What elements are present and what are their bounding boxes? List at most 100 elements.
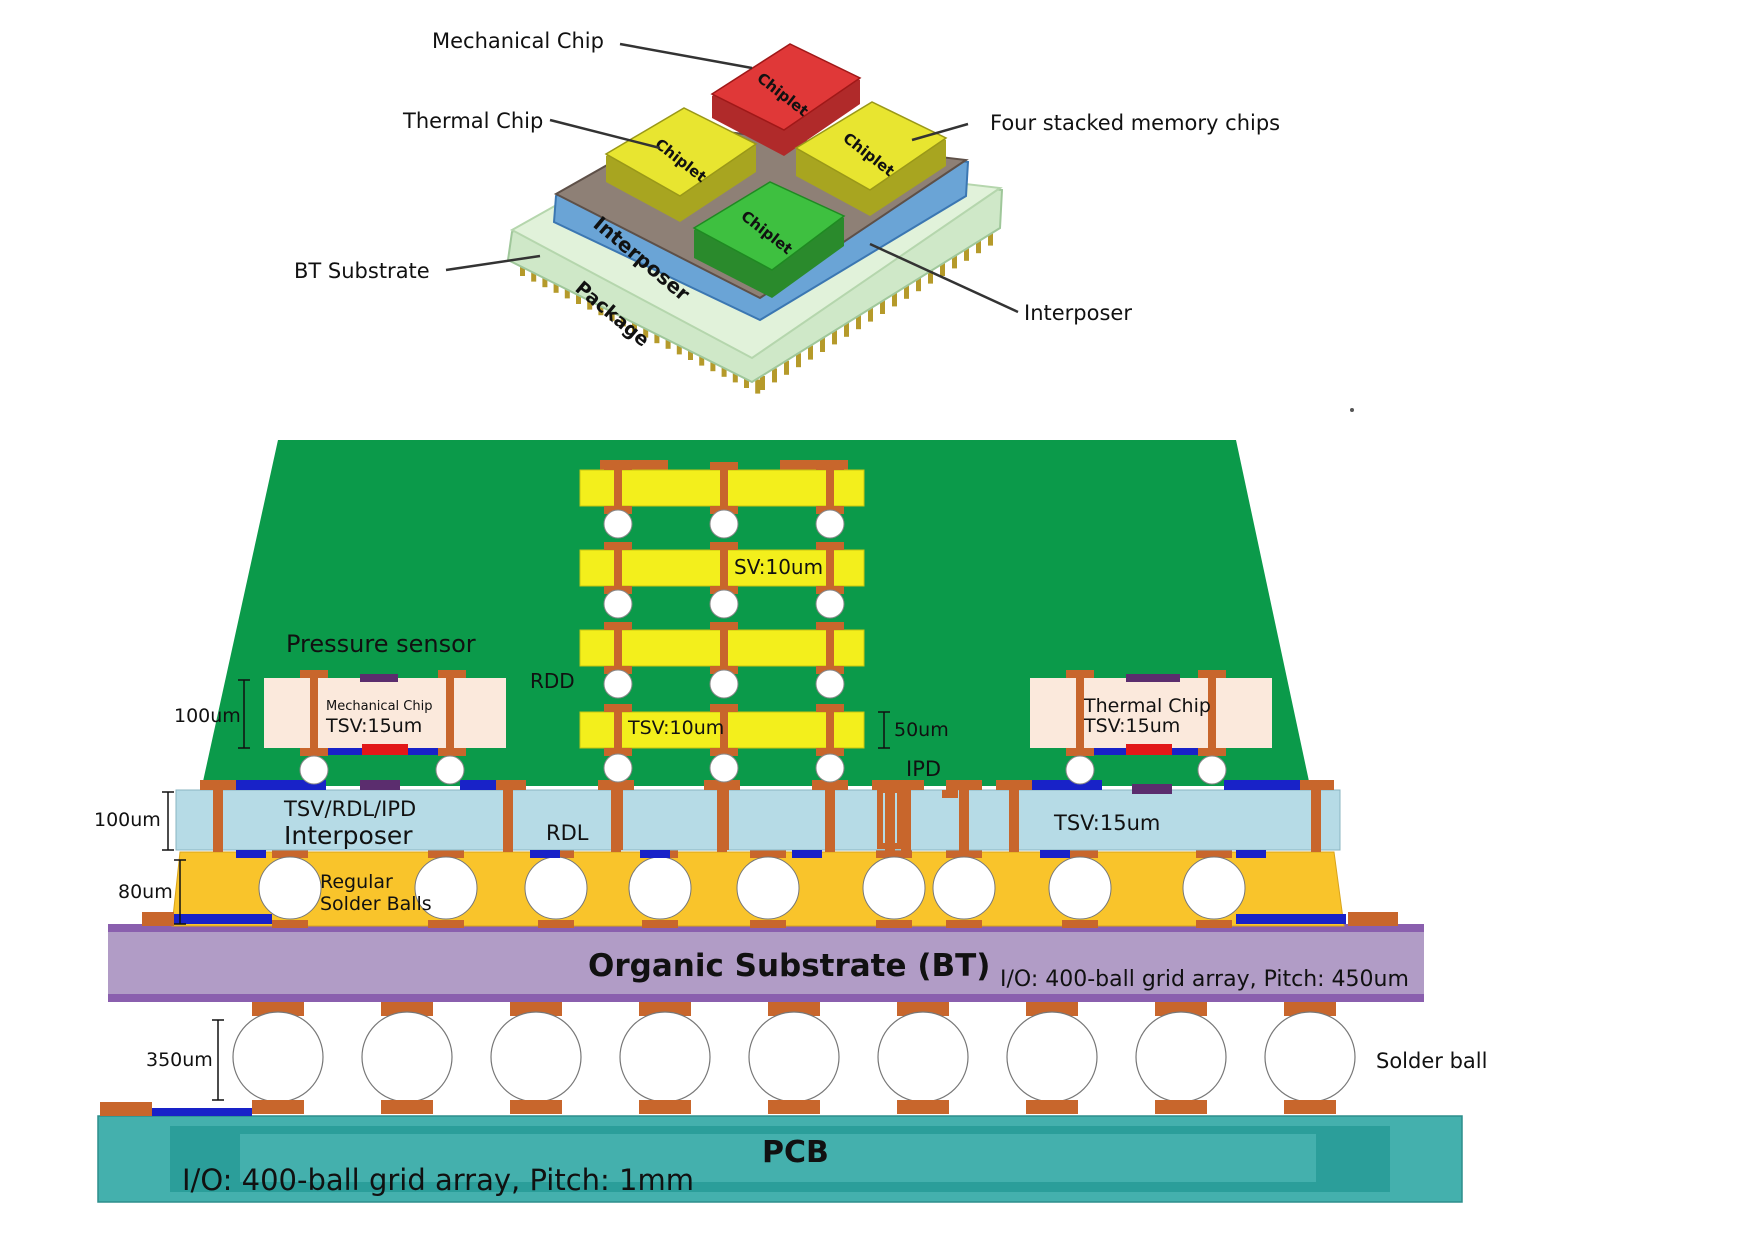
bga-bottom-pad [252, 1100, 304, 1114]
memory-via [826, 550, 834, 586]
sv-label: SV:10um [734, 555, 823, 579]
micro-bottom-pad [1062, 920, 1098, 928]
chip-bump [1065, 755, 1095, 785]
underfill-right-pad [1236, 914, 1346, 924]
bga-top-pad [252, 1002, 304, 1016]
bga-top-pad [510, 1002, 562, 1016]
bga-ball [490, 1011, 582, 1103]
bga-ball [361, 1011, 453, 1103]
bga-top-pad [1155, 1002, 1207, 1016]
callout-lines [445, 42, 1019, 314]
memory-pad [710, 462, 738, 470]
package-pin [964, 246, 969, 261]
interposer-purple-pad [1132, 784, 1172, 794]
chiplet-memory: Chiplet [794, 101, 948, 216]
bga-ball [748, 1011, 840, 1103]
memory-via [614, 712, 622, 748]
package-pin [856, 315, 861, 330]
interposer-top-pad [200, 780, 236, 790]
bga-top-pad [639, 1002, 691, 1016]
package-pin [808, 345, 813, 360]
package-pin [832, 330, 837, 345]
chiplet-mechanical: Chiplet [710, 43, 862, 156]
regular-solder-ball [258, 856, 322, 920]
package-pin [665, 334, 671, 349]
memory-via [826, 470, 834, 506]
interposer-layers-label: TSV/RDL/IPD [283, 797, 416, 821]
solder-ball-label: Solder ball [1376, 1049, 1487, 1073]
bga-solder-balls [232, 1002, 1356, 1114]
regular-solder-ball [1048, 856, 1112, 920]
memory-via [720, 712, 728, 748]
ipd-device [877, 787, 903, 849]
memory-via [720, 470, 728, 506]
interposer-top-pad [1298, 780, 1334, 790]
memory-bump [603, 589, 633, 619]
package-pin [520, 262, 525, 276]
memory-tsv [825, 790, 835, 850]
bga-ball [1264, 1011, 1356, 1103]
package-pin [531, 267, 537, 282]
interposer-bottom-pad [530, 850, 560, 858]
micro-top-pad [946, 850, 982, 858]
bga-bottom-pad [768, 1100, 820, 1114]
memory-pad [816, 462, 844, 470]
package-pin [553, 278, 559, 293]
package-pin [732, 368, 738, 383]
substrate-label: Organic Substrate (BT) [588, 948, 990, 984]
substrate-bottom-edge [108, 994, 1424, 1002]
dimension-markers [162, 679, 890, 1101]
mechanical-tsv-label: TSV:15um [325, 715, 422, 737]
package-3d-view: Chiplet Chiplet Chiplet Chiplet Interpos… [294, 29, 1280, 394]
memory-bump [815, 753, 845, 783]
interposer-bottom-pad [640, 850, 670, 858]
regular-solder-ball [628, 856, 692, 920]
interposer-bottom-pad [792, 850, 822, 858]
memory-via [614, 630, 622, 666]
interposer-tsv [959, 790, 969, 852]
substrate-io-label: I/O: 400-ball grid array, Pitch: 450um [1000, 967, 1409, 992]
ipd-pad [942, 790, 958, 798]
package-pin [710, 357, 716, 372]
interposer-top-pad [490, 780, 526, 790]
chip-bumps [299, 755, 1227, 849]
package-pin [988, 231, 993, 246]
package-pin [755, 379, 761, 394]
regular-solder-ball [414, 856, 478, 920]
dim-interposer-height: 100um [94, 809, 161, 831]
memory-bump [709, 509, 739, 539]
underfill-right-copper [1348, 912, 1398, 926]
mechanical-chip [264, 670, 506, 756]
regular-solder-ball [736, 856, 800, 920]
interposer-top-pad [598, 780, 634, 790]
pcb-label: PCB [762, 1135, 829, 1170]
tsv-stack-label: TSV:10um [627, 717, 724, 739]
dim-bga-height: 350um [146, 1049, 213, 1071]
thermal-tsv-label: TSV:15um [1083, 715, 1180, 737]
interposer-tsv [213, 790, 223, 852]
interposer-top-pad [812, 780, 848, 790]
pcb-edge-blue [152, 1108, 252, 1116]
micro-bottom-pad [946, 920, 982, 928]
bga-ball [232, 1011, 324, 1103]
interposer-bottom-pad [236, 850, 266, 858]
pcb-io-label: I/O: 400-ball grid array, Pitch: 1mm [182, 1163, 694, 1197]
cross-section-view: PCB I/O: 400-ball grid array, Pitch: 1mm… [94, 408, 1487, 1203]
package-pin [576, 290, 581, 304]
memory-bump [709, 589, 739, 619]
regular-solder-label-1: Regular [320, 871, 393, 893]
regular-solder-ball [862, 856, 926, 920]
package-pin [868, 307, 873, 322]
pcb-edge-pad [100, 1102, 152, 1116]
memory-pad [710, 622, 738, 630]
memory-via [826, 630, 834, 666]
memory-via [614, 470, 622, 506]
memory-pad [816, 704, 844, 712]
package-pin [542, 273, 548, 288]
memory-pad [604, 462, 632, 470]
bga-top-pad [1026, 1002, 1078, 1016]
regular-solder-ball [932, 856, 996, 920]
chip-bump [299, 755, 329, 785]
pressure-sensor-label: Pressure sensor [286, 630, 476, 658]
